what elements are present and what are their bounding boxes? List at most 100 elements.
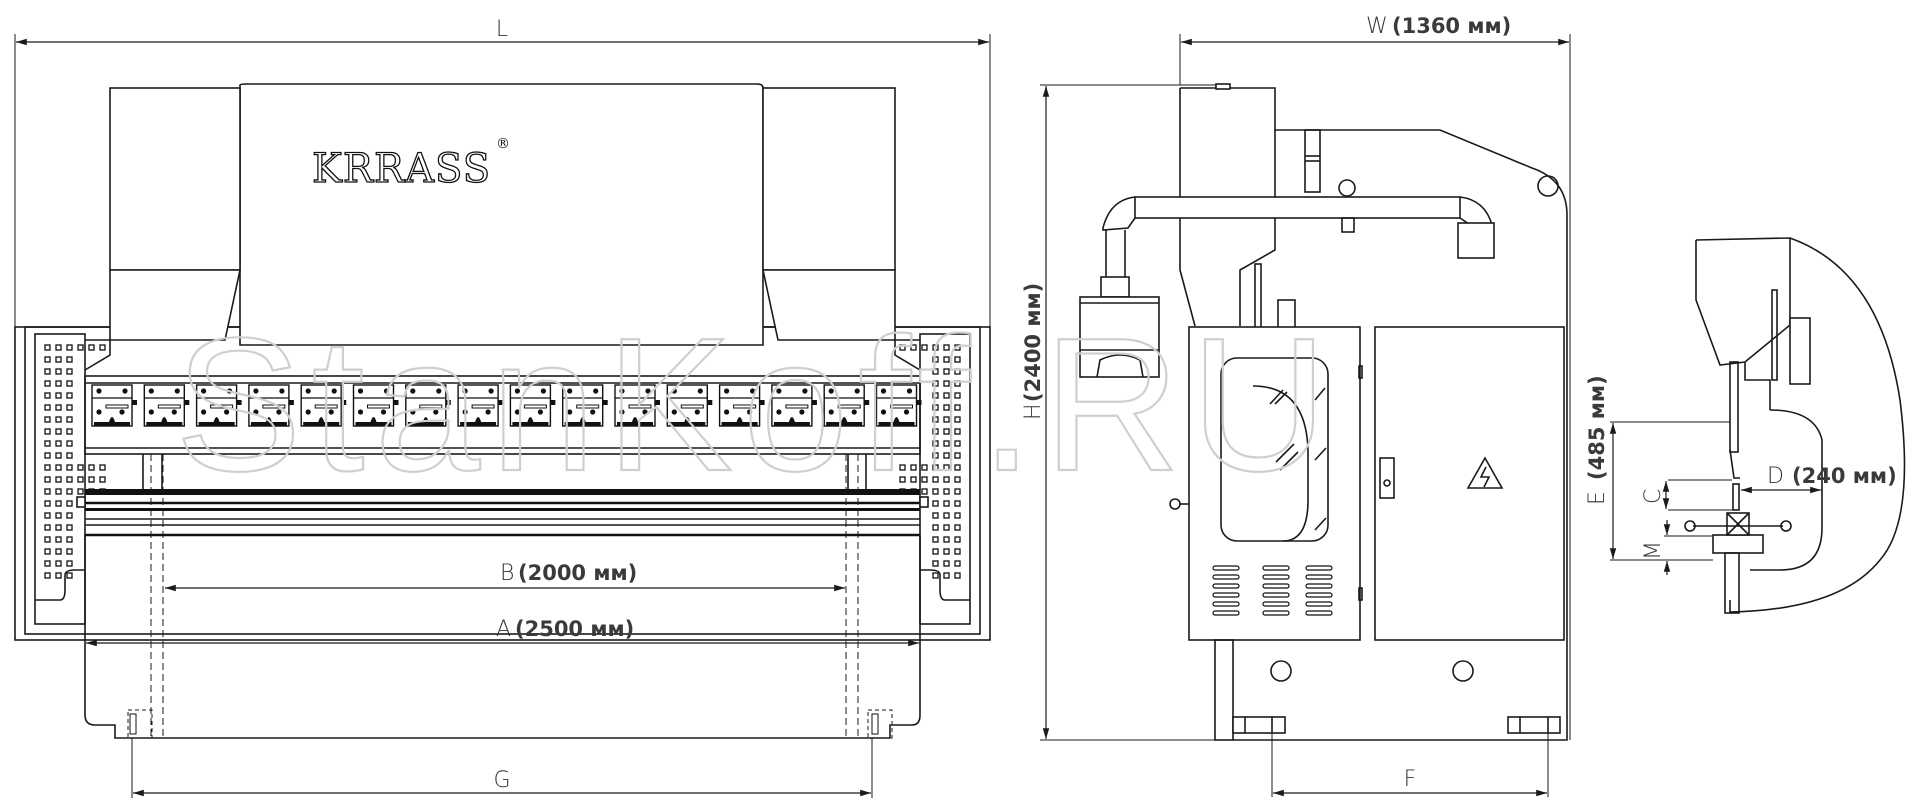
frame-hole: [44, 392, 51, 399]
frame-hole: [932, 380, 939, 387]
clamp: [405, 384, 451, 427]
frame-hole: [899, 344, 906, 351]
frame-hole: [44, 380, 51, 387]
frame-hole: [910, 476, 917, 483]
frame-hole: [932, 488, 939, 495]
frame-hole: [954, 452, 961, 459]
frame-hole: [954, 464, 961, 471]
frame-hole: [77, 488, 84, 495]
frame-hole: [910, 464, 917, 471]
clamp: [562, 384, 608, 427]
dimension-G-label: G: [493, 768, 510, 793]
vent-slot: [1212, 583, 1240, 589]
clamp: [614, 384, 660, 427]
side-view: W (1360 мм) H (2400 мм): [1021, 14, 1571, 797]
frame-hole: [66, 488, 73, 495]
vent-slots: [1212, 565, 1333, 616]
frame-hole: [55, 428, 62, 435]
clamp: [666, 384, 713, 427]
frame-hole: [932, 572, 939, 579]
frame-hole: [932, 500, 939, 507]
frame-hole: [921, 488, 928, 495]
vent-slot: [1305, 565, 1333, 571]
dimension-D-letter: D: [1767, 464, 1784, 489]
vent-slot: [1212, 565, 1240, 571]
hydraulic-pipe: [1100, 179, 1495, 298]
frame-hole: [943, 512, 950, 519]
dimension-D: D (240 мм): [1741, 464, 1897, 494]
frame-hole: [55, 536, 62, 543]
clamp: [457, 384, 504, 427]
frame-hole: [943, 428, 950, 435]
clamp: [143, 384, 190, 427]
dimension-B: B (2000 мм): [165, 561, 845, 592]
frame-hole: [943, 440, 950, 447]
frame-hole: [954, 404, 961, 411]
frame-hole: [44, 452, 51, 459]
frame-hole: [66, 512, 73, 519]
dimension-L-label: L: [496, 17, 508, 42]
frame-hole: [899, 464, 906, 471]
frame-hole: [66, 452, 73, 459]
frame-hole: [88, 464, 95, 471]
frame-hole: [44, 560, 51, 567]
frame-hole: [66, 476, 73, 483]
frame-hole: [943, 368, 950, 375]
frame-hole: [932, 392, 939, 399]
frame-hole: [932, 476, 939, 483]
vent-slot: [1262, 592, 1290, 598]
frame-hole: [99, 464, 106, 471]
vent-slot: [1212, 592, 1240, 598]
frame-hole: [943, 344, 950, 351]
window-glare: [1269, 387, 1327, 531]
frame-hole: [954, 344, 961, 351]
frame-hole: [66, 524, 73, 531]
vent-slot: [1262, 583, 1290, 589]
frame-hole: [44, 524, 51, 531]
dimension-H-letter: H: [1021, 403, 1046, 420]
frame-hole: [55, 344, 62, 351]
frame-hole: [55, 392, 62, 399]
frame-hole: [44, 356, 51, 363]
frame-hole: [55, 500, 62, 507]
frame-hole: [932, 452, 939, 459]
dimension-F-label: F: [1404, 767, 1417, 792]
frame-hole: [55, 476, 62, 483]
frame-hole: [932, 548, 939, 555]
vent-slot: [1212, 601, 1240, 607]
frame-hole: [932, 356, 939, 363]
frame-hole: [55, 572, 62, 579]
frame-hole: [66, 416, 73, 423]
clamp: [300, 384, 347, 427]
frame-hole: [932, 560, 939, 567]
frame-hole: [77, 344, 84, 351]
frame-hole: [55, 416, 62, 423]
frame-hole: [88, 344, 95, 351]
frame-hole: [55, 512, 62, 519]
frame-hole: [943, 536, 950, 543]
dimension-W: W (1360 мм): [1179, 14, 1571, 740]
left-frame-holes: [44, 344, 106, 579]
vent-slot: [1305, 583, 1333, 589]
frame-hole: [954, 548, 961, 555]
clamp: [195, 384, 242, 427]
frame-hole: [932, 428, 939, 435]
frame-hole: [932, 464, 939, 471]
clamp-rail: [84, 375, 922, 455]
frame-hole: [55, 548, 62, 555]
clamp: [771, 384, 817, 427]
vent-slot: [1212, 610, 1240, 616]
clamp: [509, 384, 556, 427]
dimension-E-letter: E: [1585, 491, 1610, 505]
frame-hole: [66, 572, 73, 579]
frame-hole: [44, 428, 51, 435]
frame-hole: [932, 536, 939, 543]
frame-hole: [66, 380, 73, 387]
frame-hole: [954, 392, 961, 399]
frame-hole: [943, 452, 950, 459]
frame-hole: [44, 488, 51, 495]
frame-hole: [932, 512, 939, 519]
clamp: [718, 384, 765, 427]
frame-hole: [921, 464, 928, 471]
frame-hole: [44, 368, 51, 375]
